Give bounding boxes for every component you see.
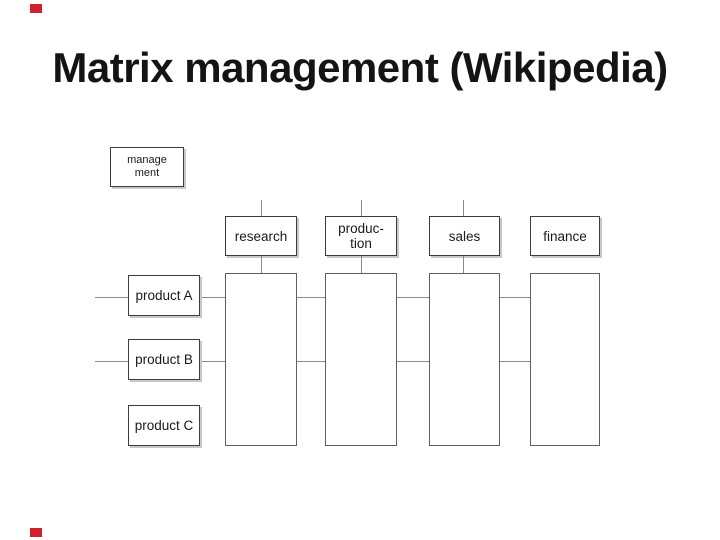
product-c-box: product C [128,405,200,446]
column-production [325,273,397,446]
slide-title: Matrix management (Wikipedia) [52,44,668,91]
department-label: research [234,228,288,244]
product-label: product C [134,418,194,433]
column-finance [530,273,600,446]
connector-line [297,361,325,362]
department-label: produc- tion [338,221,384,251]
connector-line [261,200,262,216]
connector-line [95,361,128,362]
product-label: product A [135,288,193,303]
connector-line [297,297,325,298]
connector-line [397,297,429,298]
connector-line [200,297,225,298]
department-label: sales [448,228,481,244]
connector-line [261,256,262,273]
department-box-sales: sales [429,216,500,256]
column-research [225,273,297,446]
management-label: manage ment [127,154,167,179]
connector-line [463,200,464,216]
department-box-research: research [225,216,297,256]
connector-line [500,361,530,362]
red-marker-bottom [30,528,42,537]
column-sales [429,273,500,446]
connector-line [95,297,128,298]
connector-line [200,361,225,362]
product-b-box: product B [128,339,200,380]
connector-line [397,361,429,362]
department-box-finance: finance [530,216,600,256]
management-box: manage ment [110,147,184,187]
product-label: product B [135,352,193,367]
product-a-box: product A [128,275,200,316]
connector-line [361,200,362,216]
connector-line [463,256,464,273]
red-marker-top [30,4,42,13]
connector-line [500,297,530,298]
department-box-production: produc- tion [325,216,397,256]
department-label: finance [543,228,587,244]
connector-line [361,256,362,273]
